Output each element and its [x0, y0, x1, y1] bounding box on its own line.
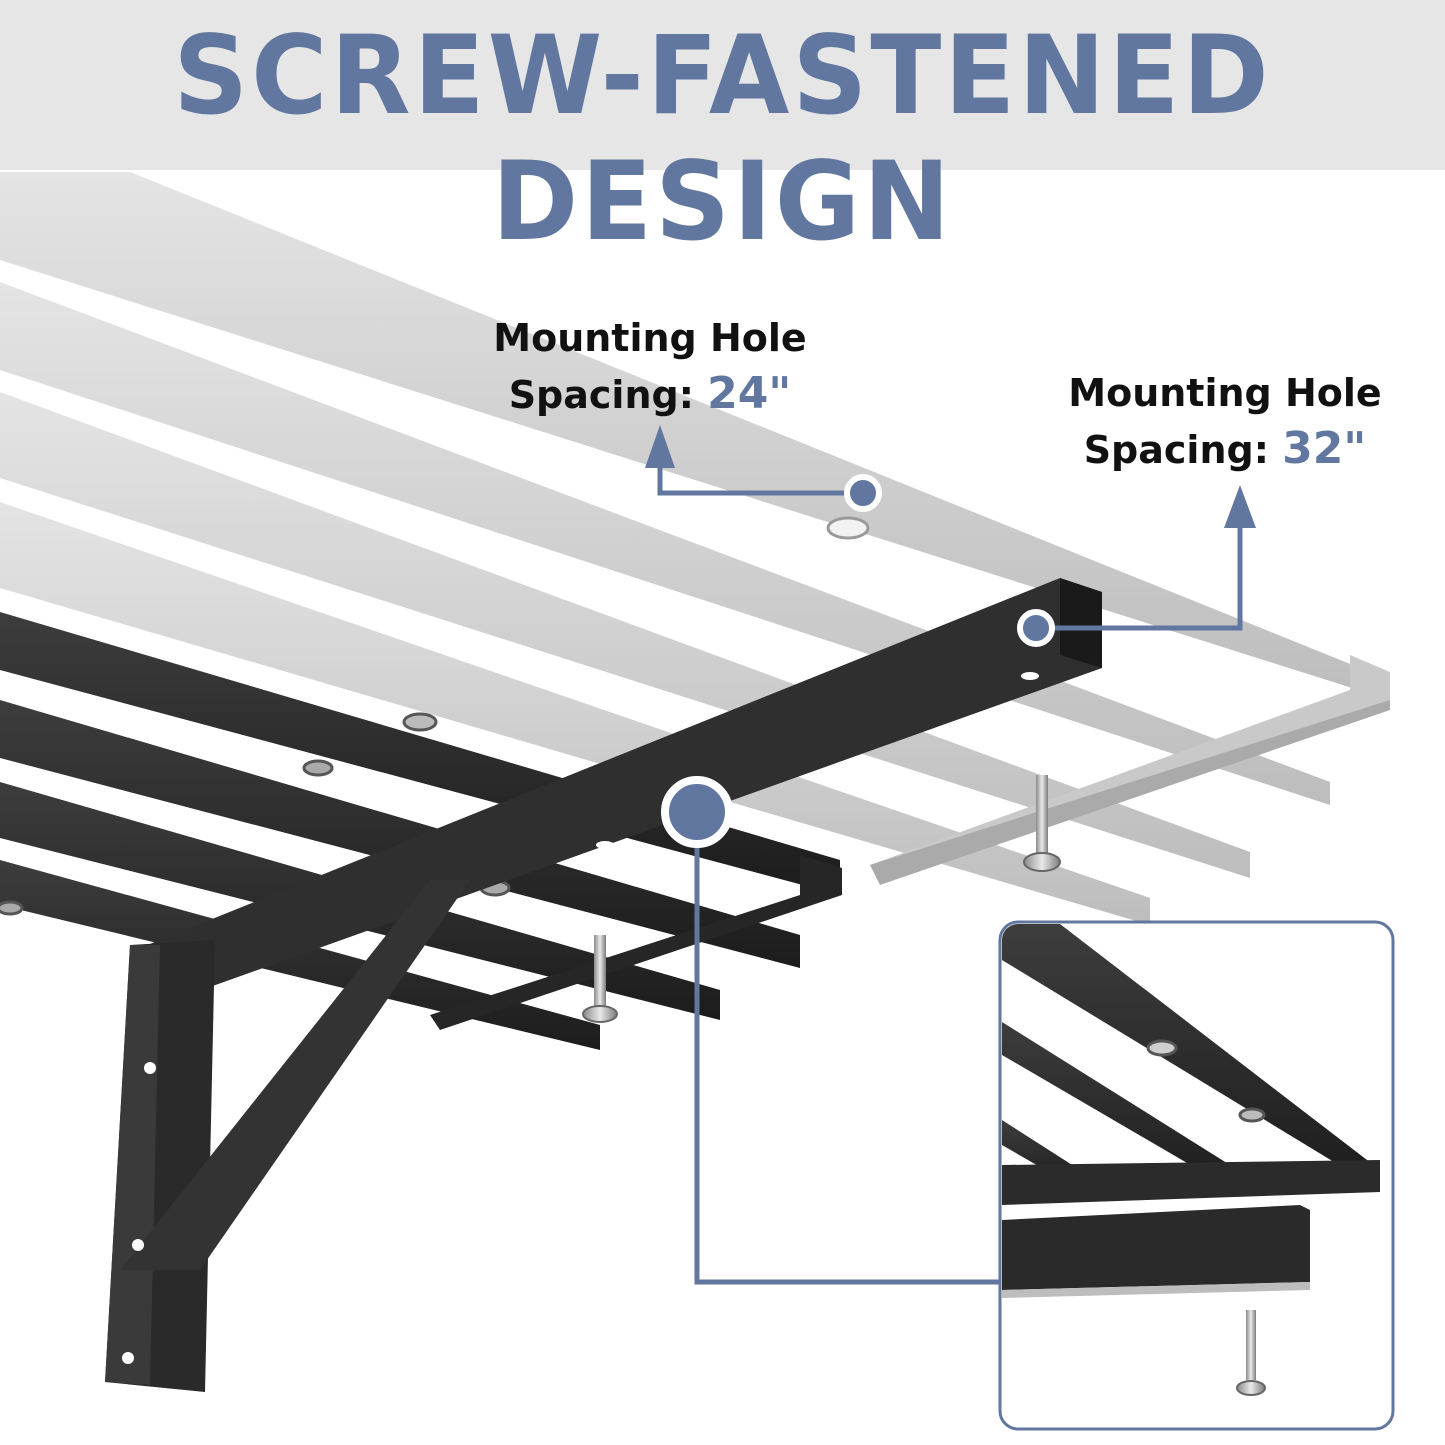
callout-dot-32	[1017, 609, 1055, 647]
callout-32-value: 32"	[1282, 423, 1367, 474]
callout-32-title: Mounting Hole	[1068, 371, 1382, 415]
headline: SCREW-FASTENED DESIGN	[173, 10, 1272, 266]
wall-bracket	[105, 578, 1102, 1392]
headline-banner	[0, 0, 1445, 170]
silver-shelf	[0, 172, 1390, 925]
callout-24-title: Mounting Hole	[493, 316, 807, 360]
callout-arrow-32	[1040, 525, 1243, 631]
zoom-connector	[694, 812, 1000, 1285]
zoom-source-dot	[661, 776, 733, 848]
inset-detail	[998, 920, 1395, 1431]
screw-icon	[1023, 775, 1061, 872]
callout-32: Mounting Hole Spacing: 32"	[1040, 365, 1410, 478]
callout-24-label: Spacing:	[508, 373, 694, 417]
mounting-hole-silver	[826, 516, 870, 540]
screw-icon	[582, 935, 618, 1023]
callout-arrow-24	[657, 460, 848, 496]
callout-32-label: Spacing:	[1083, 428, 1269, 472]
callout-24: Mounting Hole Spacing: 24"	[470, 310, 830, 423]
callout-dot-24	[844, 474, 882, 512]
callout-24-value: 24"	[707, 368, 792, 419]
